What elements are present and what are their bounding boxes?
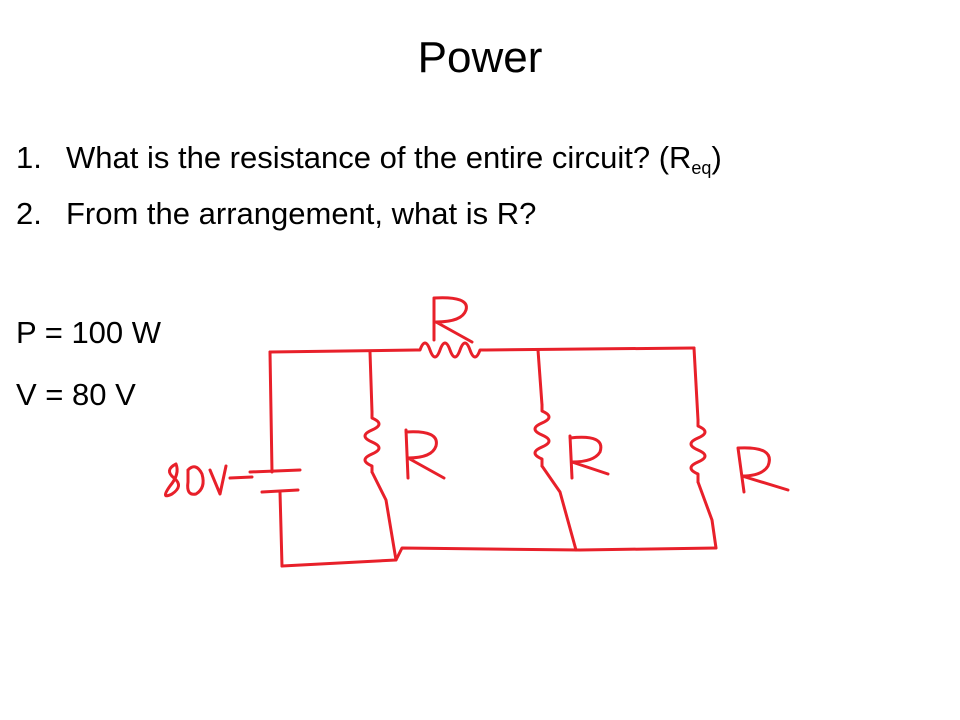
label-r-branch-2	[568, 434, 610, 480]
question-list: 1. What is the resistance of the entire c…	[16, 136, 916, 248]
resistor-branch-1	[363, 410, 381, 474]
wire-top-right	[484, 346, 696, 352]
wire-branch-1-top	[368, 350, 374, 414]
label-80v	[164, 462, 228, 498]
wire-branch-2-bottom	[540, 464, 578, 552]
question-1-text: What is the resistance of the entire cir…	[66, 140, 692, 175]
resistor-branch-2	[533, 403, 551, 468]
wire-bottom	[280, 546, 718, 568]
question-2-text: From the arrangement, what is R?	[66, 196, 537, 231]
label-r-branch-1	[404, 428, 446, 480]
wire-left-lower	[278, 490, 284, 568]
resistor-top	[414, 341, 488, 359]
source-lead	[228, 475, 254, 480]
label-r-branch-3	[736, 446, 790, 494]
slide-title: Power	[417, 33, 543, 82]
question-1-number: 1.	[16, 140, 42, 175]
wire-branch-3-bottom	[696, 480, 718, 550]
question-1-tail: )	[711, 140, 722, 175]
wire-top-left	[268, 348, 418, 354]
wire-branch-2-top	[536, 348, 544, 407]
given-voltage: V = 80 V	[16, 377, 136, 412]
question-1-subscript: eq	[691, 158, 712, 178]
resistor-branch-3	[689, 418, 707, 484]
given-power: P = 100 W	[16, 315, 162, 350]
question-1: 1. What is the resistance of the entire c…	[16, 136, 916, 192]
label-r-top	[432, 296, 474, 344]
battery-short-plate	[260, 488, 300, 494]
question-2: 2. From the arrangement, what is R?	[16, 192, 916, 248]
battery-long-plate	[248, 468, 302, 474]
wire-left-upper	[268, 350, 274, 474]
wire-branch-1-bottom	[370, 470, 398, 562]
question-2-number: 2.	[16, 196, 42, 231]
circuit-wires	[164, 296, 790, 568]
wire-branch-3-top	[692, 346, 700, 422]
